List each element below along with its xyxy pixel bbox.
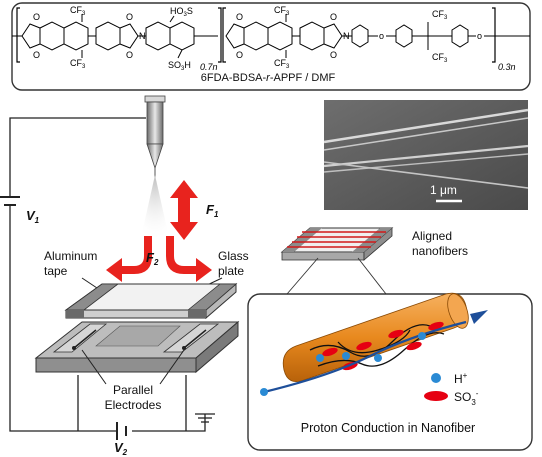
aligned-nanofibers-substrate	[280, 227, 394, 261]
proton-conduction-caption: Proton Conduction in Nanofiber	[301, 421, 475, 435]
electrode-pointer-right	[159, 349, 185, 385]
polymer-atom-labels: CF3 CF3 O O O O N HO3S SO3H CF3 CF3 O O …	[33, 5, 516, 72]
protons	[260, 332, 426, 396]
bracket-left-close	[218, 7, 222, 63]
arrow-f1-icon	[170, 180, 198, 240]
parallel-electrodes-base	[34, 320, 240, 374]
svg-text:CF3: CF3	[70, 58, 86, 70]
f2-label: F2	[146, 250, 159, 267]
battery-v2	[116, 422, 127, 440]
bracket-left-open	[16, 7, 20, 63]
spray-cone	[140, 175, 170, 242]
battery-v1	[0, 196, 20, 218]
polymer-structure: CF3 CF3 O O O O N HO3S SO3H CF3 CF3 O O …	[11, 2, 531, 91]
svg-text:O: O	[33, 12, 40, 22]
svg-text:HO3S: HO3S	[170, 6, 193, 18]
svg-text:O: O	[126, 50, 133, 60]
svg-text:SO3H: SO3H	[168, 60, 191, 72]
circuit-wires	[9, 117, 206, 432]
svg-text:o: o	[477, 31, 482, 41]
svg-text:N: N	[139, 31, 146, 41]
subscript-appf: 0.3n	[498, 62, 516, 72]
svg-text:CF3: CF3	[274, 5, 290, 17]
svg-text:N: N	[343, 31, 350, 41]
ground-symbol-icon	[195, 413, 215, 423]
polymer-caption: 6FDA-BDSA-r-APPF / DMF	[201, 72, 336, 84]
legend-sulfonate-mark	[424, 391, 448, 401]
proton-conduction-inset: H+ SO3- Proton Conduction in Nanofiber	[247, 292, 533, 451]
svg-text:O: O	[236, 50, 243, 60]
svg-text:O: O	[330, 50, 337, 60]
proton-path-arrowhead	[470, 310, 488, 324]
bdsa-unit	[21, 14, 218, 59]
legend-proton-label: H+	[454, 371, 468, 386]
svg-text:CF3: CF3	[70, 5, 86, 17]
electrode-left	[52, 323, 108, 353]
legend-proton-dot	[431, 373, 441, 383]
arrow-f2-icon	[106, 236, 212, 282]
sem-image: 1 μm	[323, 100, 529, 210]
svg-text:O: O	[126, 12, 133, 22]
appf-unit	[225, 14, 492, 58]
aligned-fiber-lines	[287, 231, 386, 248]
nanofiber-cylinder	[282, 292, 469, 383]
spinneret-needle	[144, 95, 166, 178]
svg-text:CF3: CF3	[274, 58, 290, 70]
polymer-frame	[11, 2, 531, 91]
svg-text:o: o	[379, 31, 384, 41]
sem-scale-label: 1 μm	[430, 183, 457, 197]
electrode-pointer-left	[81, 349, 107, 385]
svg-text:O: O	[236, 12, 243, 22]
svg-text:O: O	[33, 50, 40, 60]
v2-label: V2	[114, 440, 128, 457]
svg-text:O: O	[330, 12, 337, 22]
legend-sulfonate-label: SO3-	[454, 389, 479, 407]
bracket-right-close	[492, 7, 496, 63]
zoom-line-right	[357, 257, 387, 295]
proton-path-arrow	[263, 320, 467, 394]
svg-text:CF3: CF3	[432, 52, 448, 64]
svg-text:CF3: CF3	[432, 9, 448, 21]
f1-label: F1	[206, 202, 219, 219]
bracket-right-open	[222, 7, 226, 63]
subscript-bdsa: 0.7n	[200, 62, 218, 72]
v1-label: V1	[26, 208, 40, 225]
glass-plate-collector	[64, 282, 238, 320]
